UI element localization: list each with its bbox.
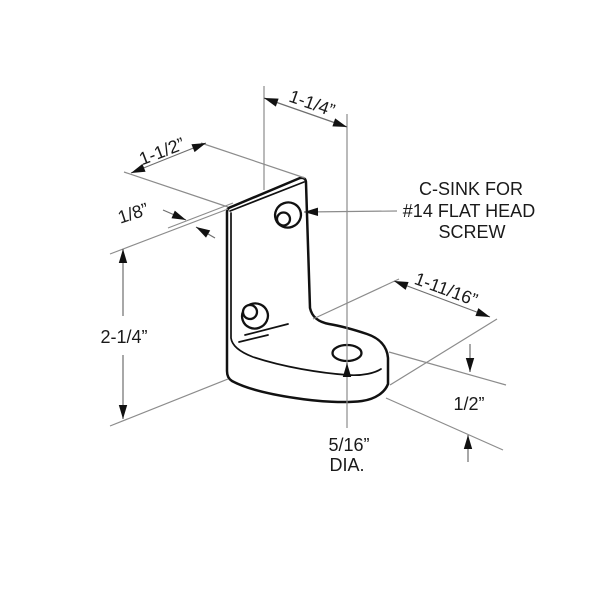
dim-base-length <box>393 280 491 318</box>
csink-hole-top-inner <box>275 211 292 227</box>
csink-note-line3: SCREW <box>439 222 506 242</box>
label-top-width: 1-1/4” <box>286 86 337 121</box>
bend-line-2 <box>238 334 269 343</box>
ext-base-length-right <box>389 318 498 386</box>
csink-note-line1: C-SINK FOR <box>419 179 523 199</box>
label-hole-dia-value: 5/16” <box>328 435 369 455</box>
dim-flange-width <box>130 142 207 174</box>
bend-line-1 <box>244 323 289 336</box>
dim-top-width <box>263 97 348 128</box>
dim-thickness-arrow-right <box>195 226 216 239</box>
bracket-body <box>225 176 390 404</box>
label-flange-width: 1-1/2” <box>136 134 187 170</box>
ext-thickness-back <box>167 202 234 229</box>
csink-note-line2: #14 FLAT HEAD <box>403 201 535 221</box>
label-base-length: 1-11/16” <box>412 269 481 311</box>
csink-note: C-SINK FOR #14 FLAT HEAD SCREW <box>403 179 535 242</box>
plate-face-and-base-top-edge <box>230 212 382 377</box>
ext-height-top <box>109 208 229 255</box>
csink-hole-bottom-inner <box>241 303 259 321</box>
dimension-lines <box>118 97 491 462</box>
ext-base-thickness-top <box>388 351 507 386</box>
label-plate-thickness: 1/8” <box>115 199 151 228</box>
ext-flange-left <box>123 171 229 208</box>
label-hole-dia-suffix: DIA. <box>329 455 364 475</box>
label-base-thickness: 1/2” <box>453 394 484 414</box>
ext-base-thickness-bottom <box>385 397 504 451</box>
leader-csink <box>303 207 398 217</box>
ext-flange-right <box>200 142 306 179</box>
plate-top-thickness-edge <box>229 181 305 212</box>
ext-height-bottom <box>109 378 229 427</box>
ext-base-length-left <box>312 278 400 320</box>
label-height: 2-1/4” <box>100 327 147 347</box>
dim-thickness-arrow-left <box>162 209 187 221</box>
